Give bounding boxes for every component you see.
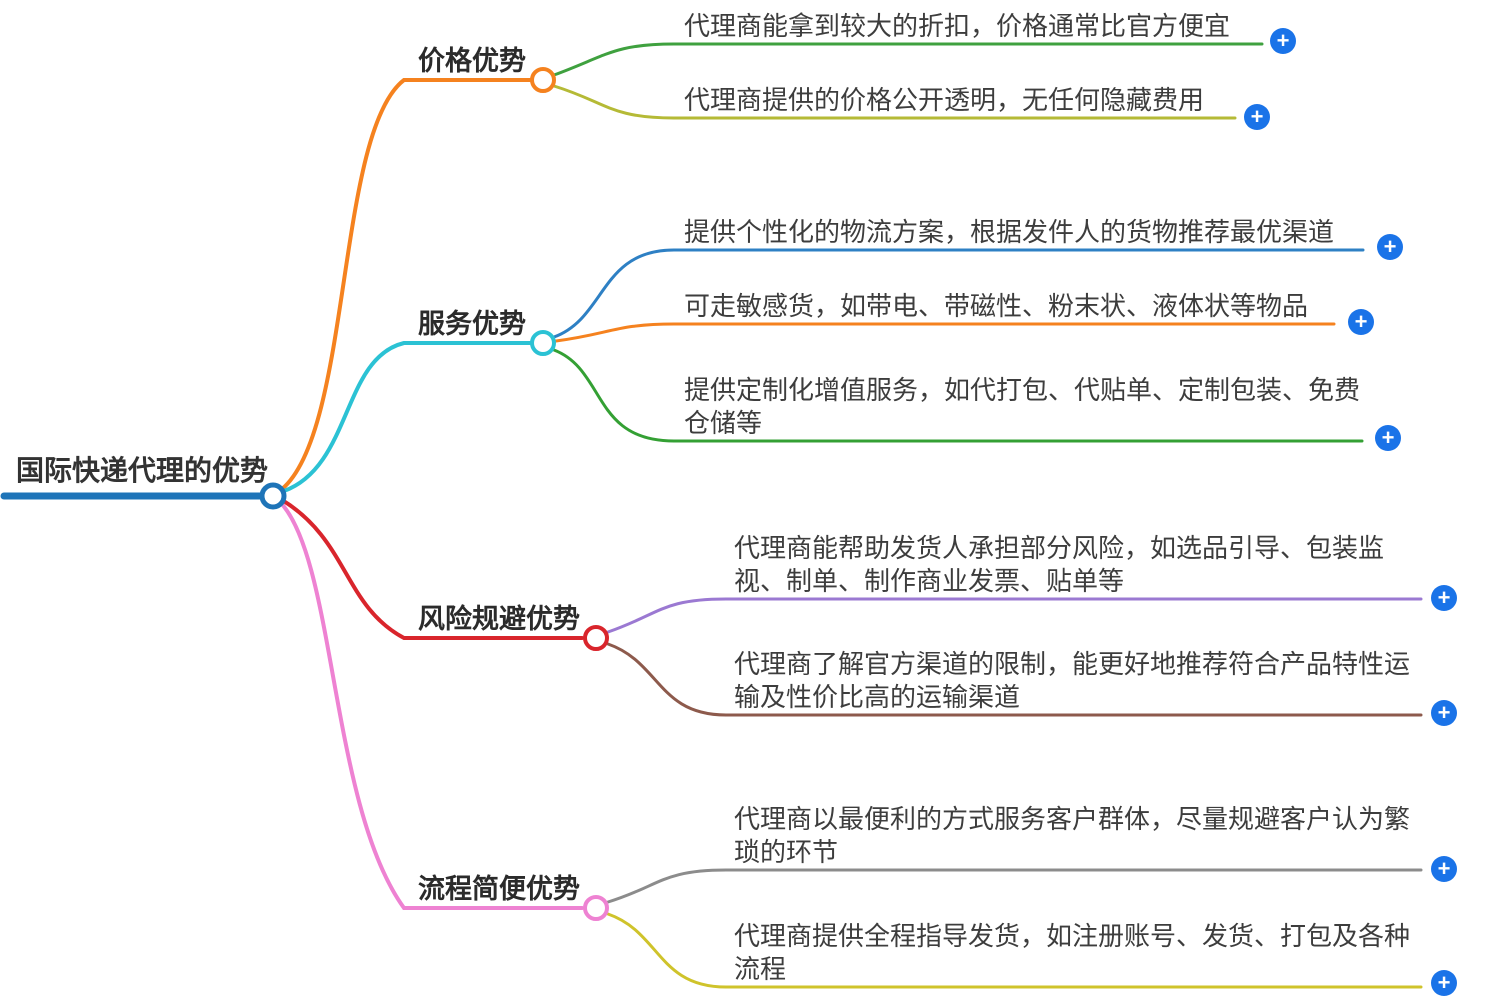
leaf-topic-price-2[interactable]: 代理商提供的价格公开透明，无任何隐藏费用 (684, 85, 1205, 115)
leaf-topic-service-1[interactable]: 提供个性化的物流方案，根据发件人的货物推荐最优渠道 (684, 217, 1335, 247)
plus-icon: + (1437, 970, 1451, 995)
leaf-topic-process-2[interactable]: 代理商提供全程指导发货，如注册账号、发货、打包及各种流程 (734, 921, 1411, 984)
branch-topic-service[interactable]: 服务优势 (418, 309, 526, 339)
node-handle-central[interactable] (259, 482, 287, 510)
connector-branch-process (278, 500, 584, 910)
connector-leaf-risk-1 (606, 597, 1423, 634)
node-handle-service[interactable] (530, 330, 556, 356)
plus-icon: + (1250, 104, 1264, 129)
add-topic-button-risk-2[interactable]: + (1431, 700, 1457, 726)
add-topic-button-service-1[interactable]: + (1377, 234, 1403, 260)
leaf-topic-service-3[interactable]: 提供定制化增值服务，如代打包、代贴单、定制包装、免费仓储等 (684, 375, 1361, 438)
add-topic-button-risk-1[interactable]: + (1431, 585, 1457, 611)
leaf-topic-process-1[interactable]: 代理商以最便利的方式服务客户群体，尽量规避客户认为繁琐的环节 (734, 804, 1411, 867)
connector-leaf-risk-2 (606, 642, 1423, 717)
node-handle-risk[interactable] (583, 625, 609, 651)
connector-leaf-price-2 (552, 84, 1237, 120)
branch-topic-risk[interactable]: 风险规避优势 (418, 604, 580, 634)
add-topic-button-process-1[interactable]: + (1431, 856, 1457, 882)
connector-leaf-process-2 (606, 912, 1423, 989)
connector-branch-price (280, 78, 532, 491)
plus-icon: + (1383, 234, 1397, 259)
add-topic-button-price-1[interactable]: + (1270, 28, 1296, 54)
add-topic-button-price-2[interactable]: + (1244, 104, 1270, 130)
leaf-topic-service-2[interactable]: 可走敏感货，如带电、带磁性、粉末状、液体状等物品 (684, 291, 1309, 321)
plus-icon: + (1437, 585, 1451, 610)
leaf-topic-price-1[interactable]: 代理商能拿到较大的折扣，价格通常比官方便宜 (684, 11, 1231, 41)
plus-icon: + (1437, 856, 1451, 881)
plus-icon: + (1437, 700, 1451, 725)
central-topic[interactable]: 国际快递代理的优势 (16, 455, 269, 486)
connector-branch-risk (280, 498, 584, 640)
leaf-topic-risk-2[interactable]: 代理商了解官方渠道的限制，能更好地推荐符合产品特性运输及性价比高的运输渠道 (734, 649, 1411, 712)
plus-icon: + (1276, 28, 1290, 53)
add-topic-button-service-3[interactable]: + (1375, 425, 1401, 451)
connector-leaf-process-1 (606, 868, 1423, 904)
connector-branch-service (282, 341, 532, 493)
connector-leaf-service-2 (554, 322, 1336, 343)
connector-leaf-service-1 (552, 248, 1365, 339)
branch-topic-price[interactable]: 价格优势 (418, 46, 526, 76)
leaf-topic-risk-1[interactable]: 代理商能帮助发货人承担部分风险，如选品引导、包装监视、制单、制作商业发票、贴单等 (734, 533, 1385, 596)
connector-leaf-service-3 (552, 348, 1364, 443)
add-topic-button-service-2[interactable]: + (1348, 309, 1374, 335)
add-topic-button-process-2[interactable]: + (1431, 970, 1457, 996)
plus-icon: + (1354, 309, 1368, 334)
connector-leaf-price-1 (552, 42, 1264, 77)
node-handle-price[interactable] (530, 67, 556, 93)
node-handle-process[interactable] (583, 895, 609, 921)
branch-topic-process[interactable]: 流程简便优势 (418, 874, 580, 904)
plus-icon: + (1381, 425, 1395, 450)
